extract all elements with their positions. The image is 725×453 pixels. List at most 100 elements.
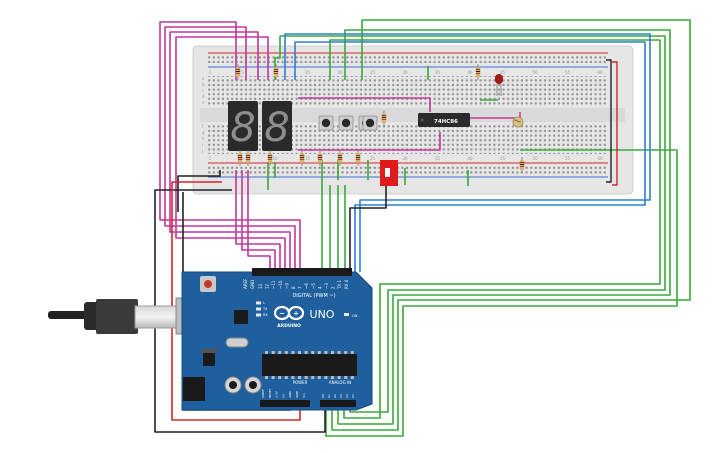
gnd-label: GND (250, 280, 255, 289)
row-letter: b (202, 82, 205, 87)
board-led-label: L (263, 301, 265, 305)
digital-pin-label: ~10 (278, 280, 283, 289)
resistor (475, 64, 481, 80)
magenta-wire (298, 97, 431, 112)
analog-pin-label: A3 (339, 394, 343, 398)
photoresistor (512, 116, 524, 128)
push-button[interactable] (318, 115, 334, 131)
digital-pin-label: 8 (291, 286, 296, 289)
blue-wire (284, 33, 651, 272)
digital-pin-label: 13 (258, 283, 263, 289)
board-led (256, 301, 261, 305)
digital-pin-label: ~5 (311, 283, 316, 289)
svg-text:−: − (279, 310, 285, 318)
resistor (273, 64, 279, 80)
voltage-regulator (203, 352, 215, 366)
usb-cable (48, 297, 197, 335)
analog-header-label: ANALOG IN (329, 380, 351, 385)
magenta-wire (164, 190, 296, 272)
board-led (256, 307, 261, 311)
row-letter: h (202, 136, 205, 141)
row-letter: j (201, 148, 203, 153)
magenta-wire (247, 170, 271, 272)
digital-pin-label: RX 0 (344, 279, 349, 289)
board-led (256, 313, 261, 317)
ic-74hc86: 74HC86 (418, 113, 470, 127)
column-number: 35 (435, 156, 441, 161)
green-wire (337, 29, 671, 425)
top-power-rail (208, 55, 608, 65)
power-header (260, 400, 310, 407)
arduino-brand: ARDUINO (277, 323, 301, 329)
digit-right: 8 (264, 105, 289, 151)
power-header-label: POWER (293, 380, 308, 385)
push-button[interactable] (362, 115, 378, 131)
arduino-model: UNO (310, 308, 335, 321)
resistor (235, 64, 241, 80)
row-letter: a (202, 76, 205, 81)
column-number: 15 (305, 156, 311, 161)
dip-switch[interactable] (380, 160, 398, 186)
board-led-label: TX (262, 307, 268, 311)
green-wire (274, 35, 666, 413)
resistor (237, 150, 243, 166)
arduino-logo: − + (273, 305, 305, 321)
analog-pin-label: A0 (321, 394, 325, 398)
green-wire (331, 19, 691, 431)
magenta-wire (241, 170, 276, 272)
resistor (245, 150, 251, 166)
black-wire (606, 59, 612, 183)
column-number: 50 (532, 70, 538, 75)
column-number: 55 (565, 70, 571, 75)
resistor (317, 150, 323, 166)
board-led-label: RX (263, 313, 268, 317)
green-wire (325, 149, 678, 437)
resistor (337, 150, 343, 166)
red-wire (171, 181, 301, 421)
black-wire (154, 189, 326, 433)
magenta-wire (169, 198, 291, 272)
power-pin-label: IOREF (261, 389, 265, 398)
power-pin-label: Vin (302, 393, 306, 398)
column-number: 30 (402, 156, 408, 161)
digital-pin-label: ~6 (304, 283, 309, 289)
push-button[interactable] (338, 115, 354, 131)
black-wire (349, 186, 387, 272)
magenta-wire (169, 31, 259, 198)
power-pin-label: 3.3V (275, 390, 279, 398)
blue-wire (294, 41, 646, 272)
column-number: 5 (241, 156, 244, 161)
column-number: 50 (532, 156, 538, 161)
red-led (495, 74, 503, 96)
digital-pin-label: TX 1 (337, 280, 342, 290)
dc-power-jack (183, 377, 205, 401)
column-number: 1 (209, 70, 212, 75)
magenta-wire (175, 36, 269, 206)
digital-pin-label: 12 (265, 283, 270, 289)
svg-text:+: + (293, 310, 299, 318)
digital-pin-label: 4 (317, 286, 322, 289)
power-pin-label: RESET (268, 388, 272, 398)
digit-left: 8 (230, 105, 255, 151)
row-letter: d (202, 94, 205, 99)
column-number: 15 (305, 70, 311, 75)
crystal (225, 337, 249, 348)
column-number: 25 (370, 156, 376, 161)
analog-pin-label: A2 (333, 394, 337, 398)
column-number: 55 (565, 156, 571, 161)
magenta-wire (298, 132, 441, 151)
aref-label: AREF (243, 278, 248, 289)
seven-segment-display-right: 8 (262, 101, 292, 151)
push-buttons (318, 115, 378, 131)
power-pin-label: GND (288, 390, 292, 398)
bottom-power-rail (208, 165, 608, 175)
row-letter: e (202, 100, 205, 105)
column-number: 10 (272, 156, 278, 161)
resistors (235, 64, 525, 173)
magenta-wire (159, 21, 237, 180)
green-wire (329, 39, 661, 419)
atmega-chip (262, 354, 357, 376)
